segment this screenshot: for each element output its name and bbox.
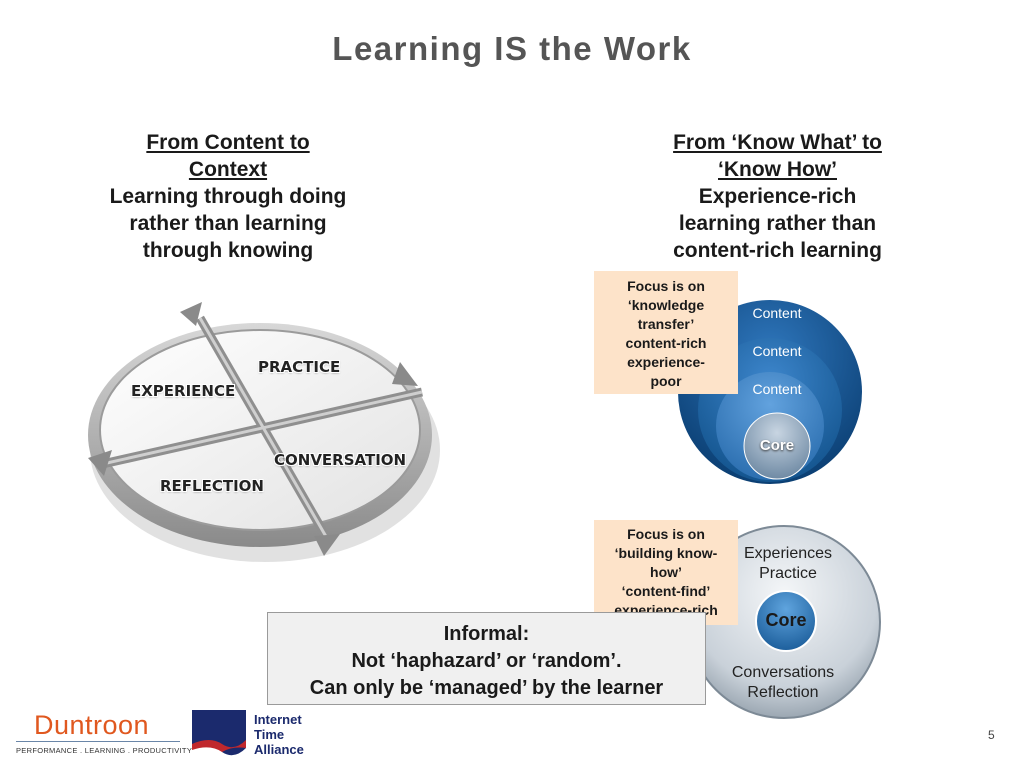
callout-1-line2: ‘knowledge bbox=[627, 297, 705, 313]
informal-line1: Informal: bbox=[443, 623, 530, 645]
informal-line3: Can only be ‘managed’ by the learner bbox=[309, 677, 664, 699]
callout-1-line5: experience- bbox=[627, 354, 705, 370]
ita-logo-mark bbox=[192, 710, 246, 760]
right-body-line3: content-rich learning bbox=[673, 239, 882, 262]
callout-1-line6: poor bbox=[650, 373, 682, 389]
experience-label-reflection: Reflection bbox=[747, 684, 819, 701]
callout-2-line4: ‘content-find’ bbox=[621, 583, 711, 599]
experience-label-experiences: Experiences bbox=[743, 545, 833, 562]
arrow-head-right bbox=[392, 362, 418, 386]
arrow-head-left bbox=[88, 450, 112, 476]
callout-knowledge-transfer: Focus is on ‘knowledge transfer’ content… bbox=[594, 271, 738, 394]
learning-cycle-diagram bbox=[88, 302, 440, 562]
duntroon-logo-text: Duntroon bbox=[34, 710, 150, 740]
arrow-head-top bbox=[180, 302, 202, 326]
callout-2-line1: Focus is on bbox=[627, 526, 705, 542]
content-concentric-circles bbox=[678, 300, 862, 484]
left-body-line3: through knowing bbox=[142, 239, 314, 262]
arrow-head-bottom bbox=[314, 534, 340, 556]
content-ring-outer-label: Content bbox=[752, 305, 802, 321]
experience-label-practice: Practice bbox=[759, 565, 817, 582]
right-body-line2: learning rather than bbox=[678, 212, 877, 235]
content-ring-inner-label: Content bbox=[752, 381, 802, 397]
duntroon-logo-rule bbox=[16, 741, 180, 742]
experience-core-label: Core bbox=[765, 610, 807, 630]
experience-label-conversations: Conversations bbox=[731, 664, 835, 681]
ita-text-line2: Time bbox=[254, 727, 285, 742]
left-heading: From Content to Context Learning through… bbox=[88, 129, 368, 264]
ita-text-line3: Alliance bbox=[254, 742, 304, 757]
duntroon-tagline: PERFORMANCE . LEARNING . PRODUCTIVITY bbox=[16, 746, 193, 755]
ita-text-line1: Internet bbox=[254, 712, 302, 727]
right-body-line1: Experience-rich bbox=[698, 185, 857, 208]
cycle-label-experience: EXPERIENCE bbox=[131, 382, 236, 400]
callout-1-line4: content-rich bbox=[625, 335, 707, 351]
right-heading: From ‘Know What’ to ‘Know How’ Experienc… bbox=[640, 129, 915, 264]
page-number: 5 bbox=[988, 728, 995, 742]
left-body-line1: Learning through doing bbox=[109, 185, 347, 208]
content-ring-middle-label: Content bbox=[752, 343, 802, 359]
ita-logo-text: Internet Time Alliance bbox=[254, 712, 304, 757]
left-heading-line2: Context bbox=[188, 158, 268, 181]
left-heading-line1: From Content to bbox=[146, 131, 310, 154]
cycle-label-practice: PRACTICE bbox=[258, 358, 341, 376]
experience-core-circle bbox=[755, 590, 817, 652]
left-body-line2: rather than learning bbox=[129, 212, 327, 235]
callout-2-line2: ‘building know- bbox=[614, 545, 718, 561]
callout-1-line3: transfer’ bbox=[637, 316, 695, 332]
experience-ring-top-label: Experiences Practice bbox=[728, 544, 848, 584]
experience-ring-bottom-label: Conversations Reflection bbox=[718, 663, 848, 703]
informal-learning-box: Informal: Not ‘haphazard’ or ‘random’. C… bbox=[267, 612, 706, 705]
right-heading-line2: ‘Know How’ bbox=[718, 158, 837, 181]
cycle-label-reflection: REFLECTION bbox=[160, 477, 264, 495]
slide-title: Learning IS the Work bbox=[332, 30, 692, 67]
right-heading-line1: From ‘Know What’ to bbox=[673, 131, 882, 154]
content-core-label: Core bbox=[759, 437, 795, 454]
cycle-label-conversation: CONVERSATION bbox=[274, 451, 407, 469]
callout-building-know-how: Focus is on ‘building know- how’ ‘conten… bbox=[594, 520, 738, 625]
informal-line2: Not ‘haphazard’ or ‘random’. bbox=[351, 650, 622, 672]
callout-1-line1: Focus is on bbox=[627, 278, 705, 294]
content-core-circle bbox=[743, 412, 811, 480]
callout-2-line3: how’ bbox=[650, 564, 682, 580]
